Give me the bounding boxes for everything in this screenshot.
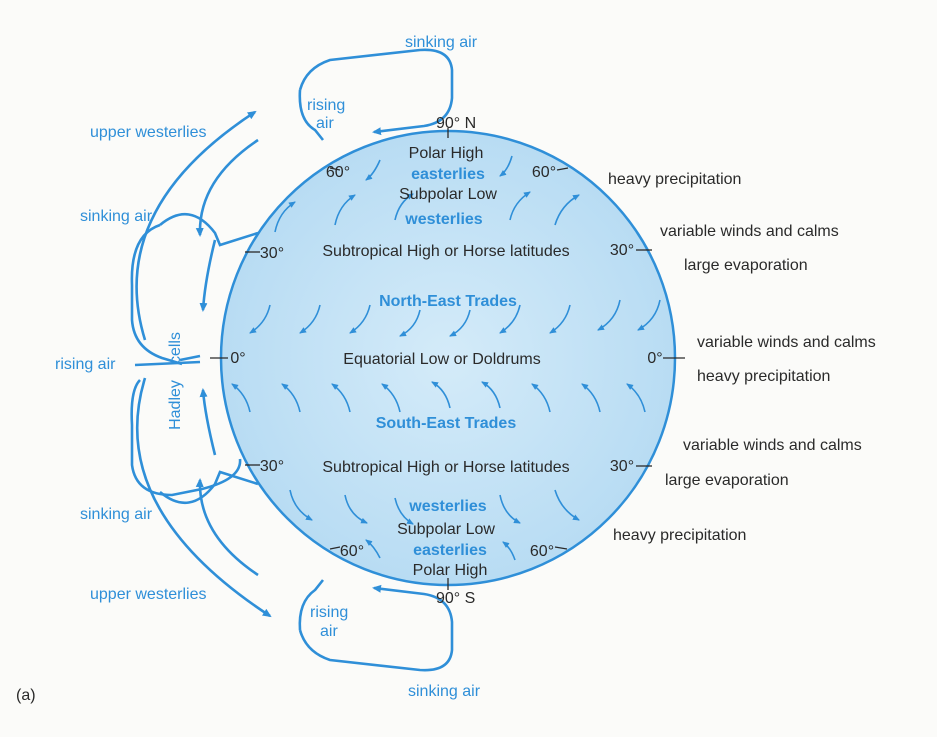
label-heavy-precip-s: heavy precipitation — [613, 527, 746, 544]
zone-ne-trades: North-East Trades — [379, 293, 517, 310]
zone-westerlies-n: westerlies — [404, 211, 482, 228]
label-variable-s: variable winds and calms — [683, 437, 862, 454]
label-evap-n: large evaporation — [684, 257, 808, 274]
latitude-ticks — [210, 128, 685, 590]
label-evap-s: large evaporation — [665, 472, 789, 489]
label-variable-n: variable winds and calms — [660, 223, 839, 240]
label-sinking-air-n: sinking air — [80, 208, 153, 225]
zone-subpolar-low-n: Subpolar Low — [399, 186, 497, 203]
north-pole-label: 90° N — [436, 115, 476, 132]
zone-westerlies-s: westerlies — [408, 498, 486, 515]
zone-easterlies-s: easterlies — [413, 542, 487, 559]
label-cells: cells — [167, 332, 184, 364]
lat-30-ne: 30° — [610, 242, 634, 259]
lat-60-sw: 60° — [340, 543, 364, 560]
label-sinking-air-s: sinking air — [80, 506, 153, 523]
lat-30-se: 30° — [610, 458, 634, 475]
lat-0-e: 0° — [647, 350, 662, 367]
label-rising-air-n-2: air — [316, 115, 334, 132]
surface-wind-arrows — [231, 155, 661, 561]
circulation-cells — [130, 48, 454, 672]
panel-label: (a) — [16, 687, 36, 704]
label-upper-westerlies-s: upper westerlies — [90, 586, 207, 603]
lat-60-ne: 60° — [532, 164, 556, 181]
label-rising-air-n-1: rising — [307, 97, 345, 114]
zone-subtropical-n: Subtropical High or Horse latitudes — [322, 243, 569, 260]
zone-se-trades: South-East Trades — [376, 415, 517, 432]
label-upper-westerlies-n: upper westerlies — [90, 124, 207, 141]
zone-subtropical-s: Subtropical High or Horse latitudes — [322, 459, 569, 476]
label-rising-air-s-2: air — [320, 623, 338, 640]
label-rising-air-eq: rising air — [55, 356, 116, 373]
zone-easterlies-n: easterlies — [411, 166, 485, 183]
lat-30-nw: 30° — [260, 245, 284, 262]
zone-subpolar-low-s: Subpolar Low — [397, 521, 495, 538]
south-pole-label: 90° S — [436, 590, 475, 607]
label-heavy-precip-eq: heavy precipitation — [697, 368, 830, 385]
lat-30-sw: 30° — [260, 458, 284, 475]
label-variable-eq: variable winds and calms — [697, 334, 876, 351]
zone-polar-high-n: Polar High — [409, 145, 484, 162]
label-sinking-air-top: sinking air — [405, 34, 478, 51]
label-sinking-air-bottom: sinking air — [408, 683, 481, 700]
label-hadley: Hadley — [167, 380, 184, 430]
lat-0-w: 0° — [230, 350, 245, 367]
label-rising-air-s-1: rising — [310, 604, 348, 621]
zone-equatorial: Equatorial Low or Doldrums — [343, 351, 540, 368]
zone-polar-high-s: Polar High — [413, 562, 488, 579]
lat-60-nw: 60° — [326, 164, 350, 181]
label-heavy-precip-n: heavy precipitation — [608, 171, 741, 188]
lat-60-se: 60° — [530, 543, 554, 560]
